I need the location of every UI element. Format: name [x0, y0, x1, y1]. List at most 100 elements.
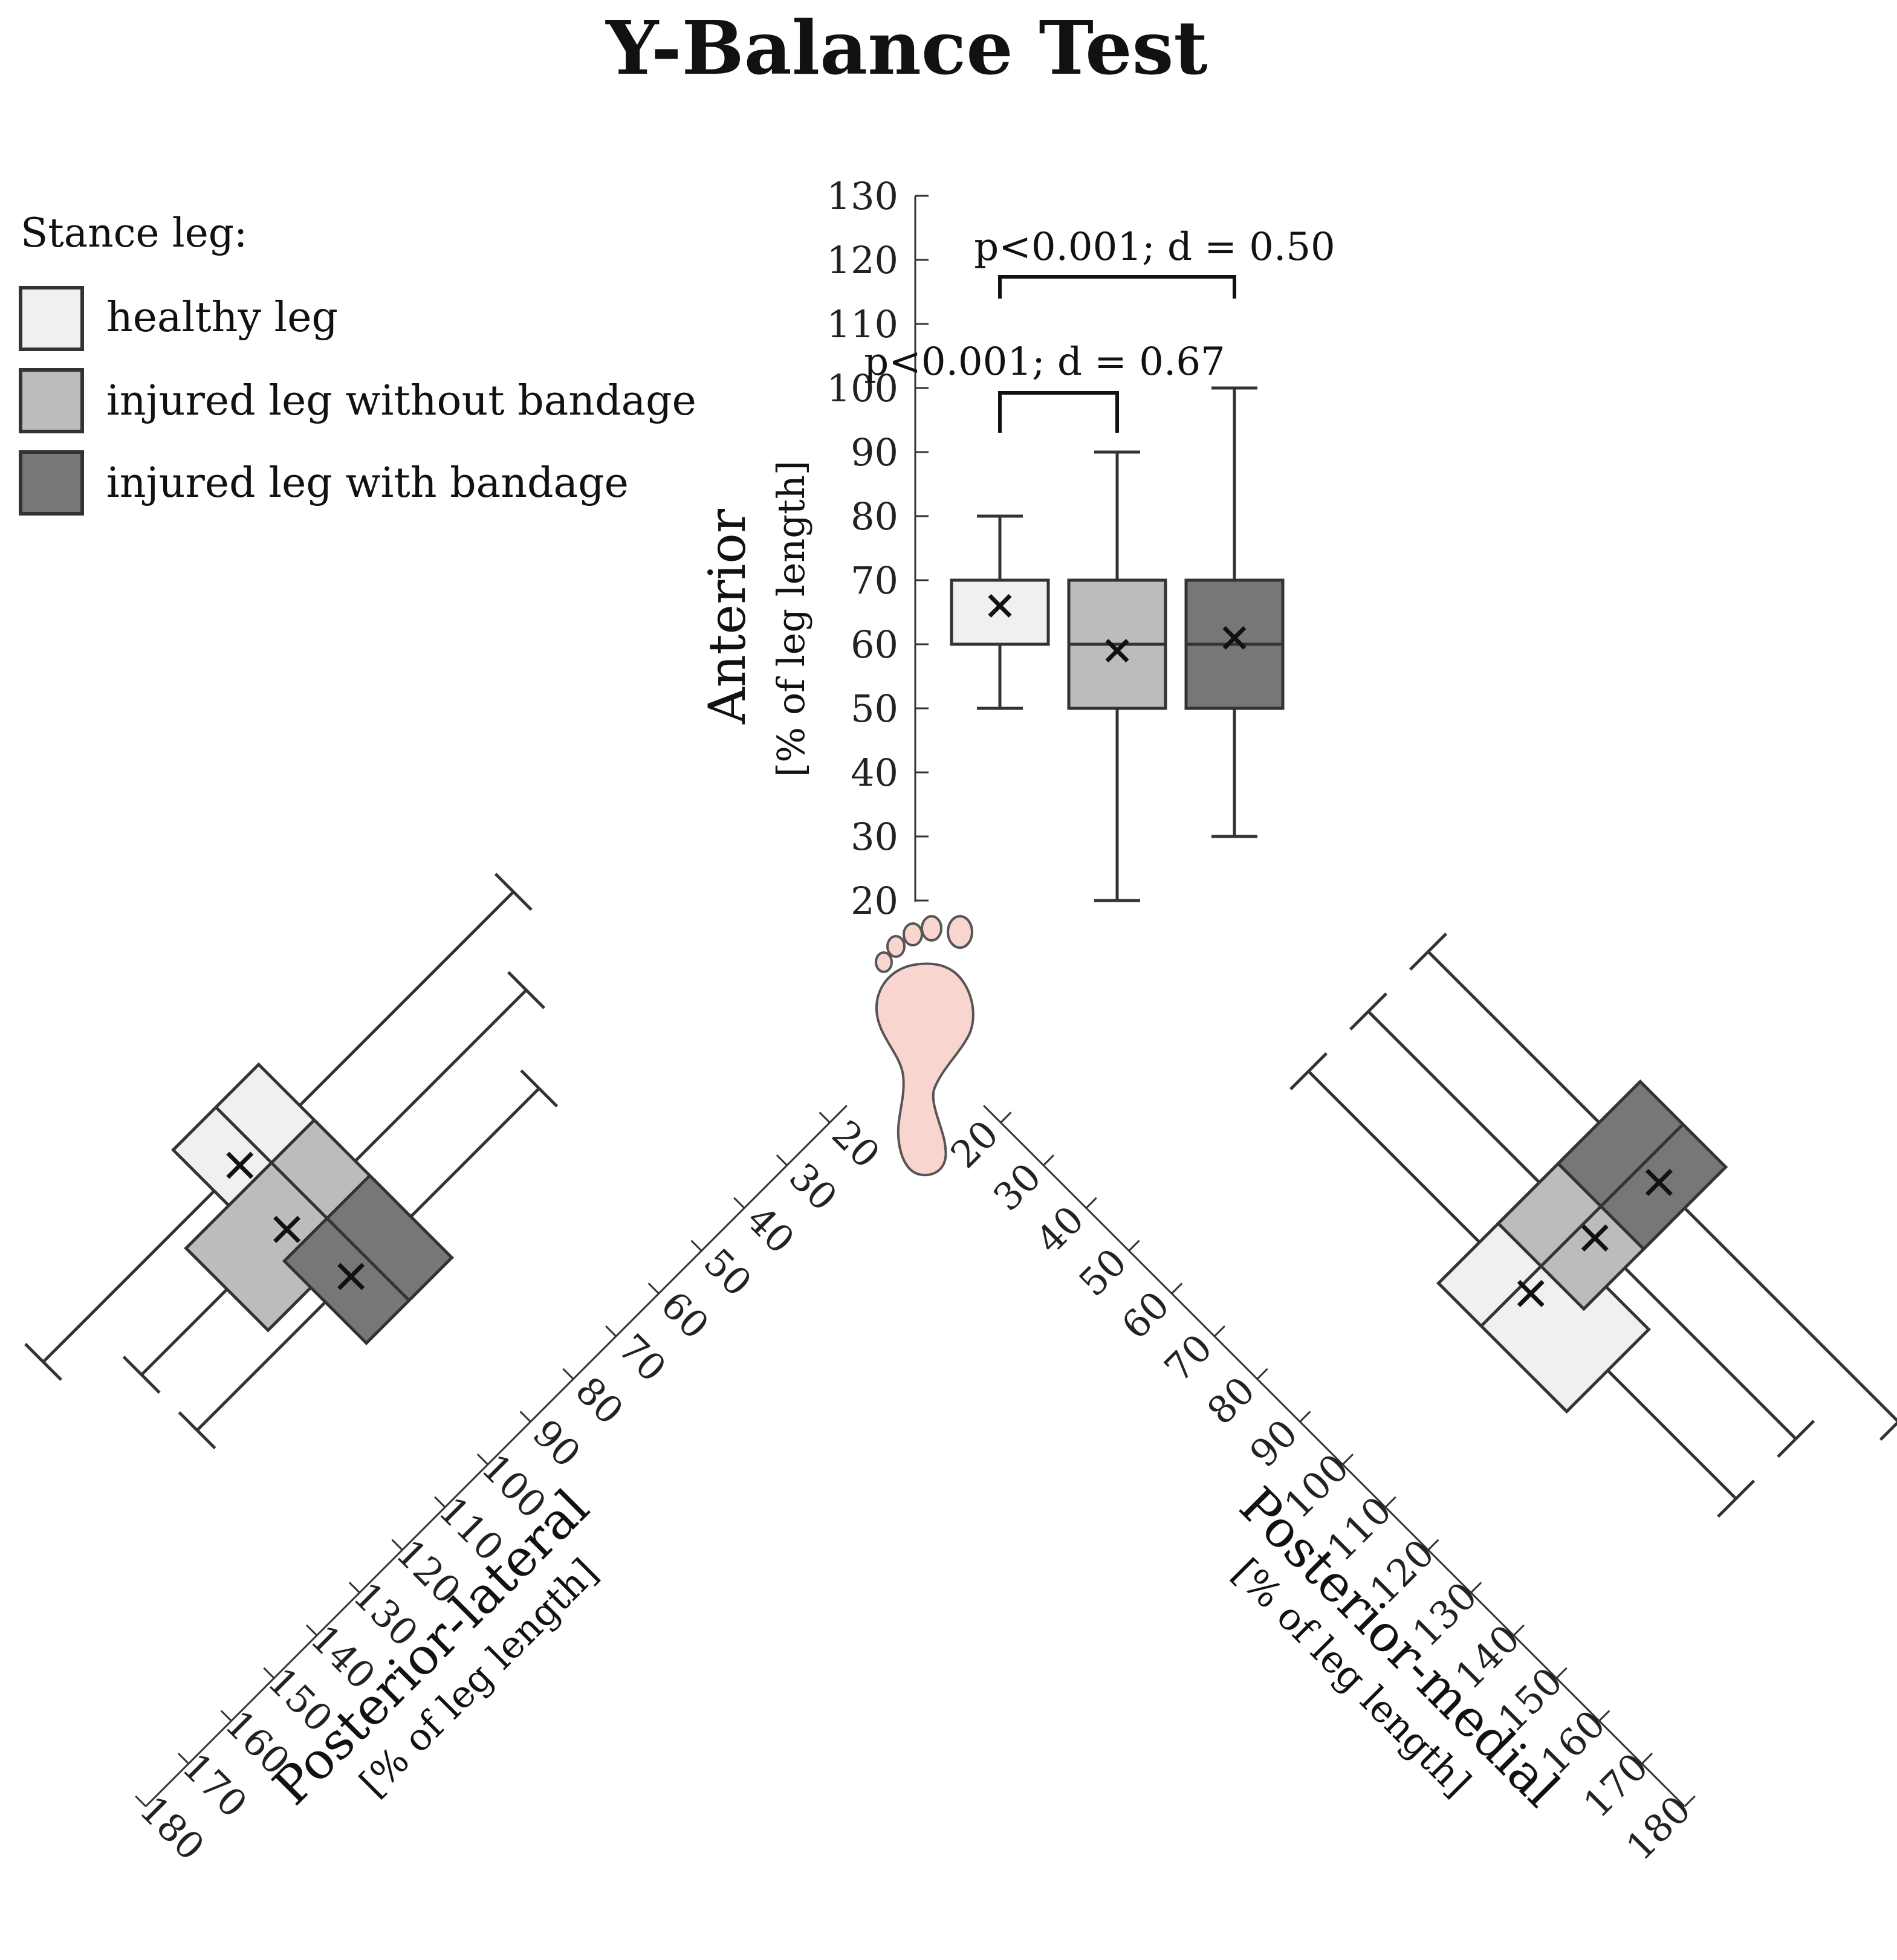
posterior-lateral-whisker-low-healthy-leg: [298, 890, 515, 1107]
anterior-tick-label: 70: [851, 558, 898, 603]
posterior-medial-tick-label: 90: [1241, 1411, 1306, 1475]
posterior-medial-tick-label: 40: [1028, 1197, 1092, 1262]
anterior-tick-label: 120: [827, 238, 898, 282]
legend-item-injured-with-bandage: injured leg with bandage: [19, 450, 629, 516]
posterior-lateral-tick-label: 80: [567, 1368, 632, 1433]
posterior-medial-tick: [1555, 1667, 1568, 1679]
posterior-lateral-mean-injured-with-bandage: [337, 1263, 365, 1290]
posterior-lateral-tick: [177, 1753, 189, 1765]
posterior-medial-whisker-high-injured-with-bandage: [1684, 1207, 1897, 1423]
posterior-lateral-tick: [434, 1496, 446, 1508]
posterior-lateral-tick: [391, 1539, 403, 1551]
anterior-tick-label: 20: [851, 879, 898, 923]
posterior-medial-tick: [1043, 1154, 1055, 1166]
posterior-lateral-median-injured-with-bandage: [326, 1217, 410, 1302]
posterior-lateral-tick: [819, 1111, 831, 1124]
posterior-medial-cap-high-injured-without-bandage: [1777, 1420, 1815, 1458]
posterior-lateral-whisker-high-injured-without-bandage: [140, 1288, 229, 1376]
anterior-tick-label: 40: [851, 751, 898, 795]
posterior-lateral-tick: [135, 1795, 147, 1807]
legend-label-injured-with-bandage: injured leg with bandage: [106, 459, 629, 507]
posterior-lateral-tick: [519, 1411, 531, 1423]
panel-posterior-medial: 2030405060708090100110120130140150160170…: [942, 933, 1897, 1869]
posterior-medial-cap-low-injured-without-bandage: [1349, 992, 1387, 1031]
posterior-medial-tick: [1085, 1197, 1097, 1209]
anterior-tick-label: 60: [851, 623, 898, 667]
posterior-lateral-cap-low-injured-without-bandage: [507, 971, 545, 1009]
posterior-medial-tick: [1342, 1454, 1354, 1466]
posterior-medial-tick-label: 20: [942, 1112, 1007, 1177]
posterior-lateral-tick: [733, 1197, 745, 1209]
posterior-medial-whisker-high-healthy-leg: [1606, 1369, 1737, 1500]
posterior-medial-tick: [1213, 1325, 1226, 1337]
legend-title: Stance leg:: [21, 210, 247, 256]
significance-bracket: [998, 275, 1236, 299]
legend-label-injured-without-bandage: injured leg without bandage: [106, 377, 696, 425]
posterior-lateral-axis-line: [145, 1105, 848, 1807]
anterior-mean-injured-without-bandage: [1105, 639, 1129, 663]
posterior-medial-tick: [1470, 1582, 1482, 1594]
legend-swatch-healthy-leg: [19, 286, 84, 351]
legend-label-healthy-leg: healthy leg: [106, 294, 338, 341]
anterior-tick-label: 80: [851, 494, 898, 539]
posterior-medial-mean-injured-without-bandage: [1581, 1224, 1609, 1252]
posterior-lateral-tick-label: 30: [781, 1154, 846, 1219]
posterior-lateral-tick-label: 50: [695, 1240, 760, 1305]
posterior-lateral-tick-label: 40: [738, 1197, 803, 1262]
posterior-medial-tick: [1684, 1795, 1696, 1807]
posterior-lateral-cap-high-injured-without-bandage: [122, 1356, 161, 1394]
significance-label: p<0.001; d = 0.67: [864, 340, 1225, 384]
posterior-medial-cap-low-healthy-leg: [1289, 1052, 1328, 1091]
anterior-tick-label: 50: [851, 687, 898, 731]
posterior-lateral-tick: [776, 1154, 788, 1166]
panel-posterior-lateral: 2030405060708090100110120130140150160170…: [24, 873, 889, 1869]
posterior-medial-tick-label: 80: [1199, 1368, 1263, 1433]
posterior-lateral-tick: [476, 1454, 488, 1466]
posterior-lateral-tick: [348, 1582, 360, 1594]
posterior-medial-median-injured-with-bandage: [1600, 1123, 1684, 1208]
posterior-lateral-tick-label: 20: [823, 1112, 888, 1177]
posterior-lateral-whisker-high-injured-with-bandage: [196, 1301, 326, 1432]
posterior-lateral-whisker-low-injured-with-bandage: [409, 1087, 540, 1218]
posterior-medial-whisker-low-healthy-leg: [1307, 1070, 1481, 1244]
posterior-medial-tick: [1384, 1496, 1396, 1508]
posterior-lateral-tick: [562, 1368, 574, 1380]
posterior-medial-tick: [1641, 1753, 1653, 1765]
posterior-medial-tick: [1128, 1240, 1140, 1252]
posterior-lateral-tick: [690, 1240, 702, 1252]
legend-swatch-injured-without-bandage: [19, 368, 84, 433]
posterior-medial-box-healthy-leg: [1436, 1198, 1651, 1414]
posterior-lateral-tick-label: 60: [652, 1282, 717, 1347]
posterior-lateral-tick: [263, 1667, 275, 1679]
posterior-lateral-whisker-high-healthy-leg: [42, 1189, 216, 1363]
anterior-mean-injured-with-bandage: [1222, 626, 1247, 650]
posterior-medial-tick-label: 30: [985, 1154, 1049, 1219]
posterior-lateral-tick: [647, 1282, 660, 1295]
posterior-lateral-cap-high-healthy-leg: [24, 1342, 62, 1381]
posterior-medial-tick: [1513, 1624, 1525, 1637]
anterior-mean-healthy-leg: [988, 593, 1012, 618]
posterior-medial-tick: [1256, 1368, 1268, 1380]
posterior-medial-tick-label: 60: [1113, 1282, 1178, 1347]
posterior-medial-tick-label: 50: [1070, 1240, 1135, 1305]
posterior-lateral-whisker-low-injured-without-bandage: [354, 989, 528, 1162]
posterior-lateral-tick: [306, 1624, 318, 1637]
posterior-medial-mean-injured-with-bandage: [1645, 1168, 1673, 1196]
posterior-lateral-cap-high-injured-with-bandage: [178, 1411, 216, 1450]
posterior-medial-whisker-low-injured-with-bandage: [1427, 950, 1601, 1124]
posterior-medial-tick: [1598, 1710, 1610, 1722]
anterior-tick-label: 130: [827, 174, 898, 218]
legend-swatch-injured-with-bandage: [19, 450, 84, 516]
anterior-box-healthy-leg: [950, 578, 1050, 646]
legend-item-healthy-leg: healthy leg: [19, 286, 338, 351]
anterior-axis-label: Anterior: [698, 508, 757, 725]
anterior-tick-label: 110: [827, 302, 898, 346]
posterior-lateral-tick: [220, 1710, 232, 1722]
posterior-lateral-tick: [605, 1325, 617, 1337]
posterior-medial-cap-high-healthy-leg: [1717, 1480, 1756, 1518]
posterior-lateral-tick-label: 90: [524, 1411, 589, 1475]
posterior-lateral-mean-healthy-leg: [226, 1151, 254, 1179]
significance-bracket: [998, 391, 1119, 433]
